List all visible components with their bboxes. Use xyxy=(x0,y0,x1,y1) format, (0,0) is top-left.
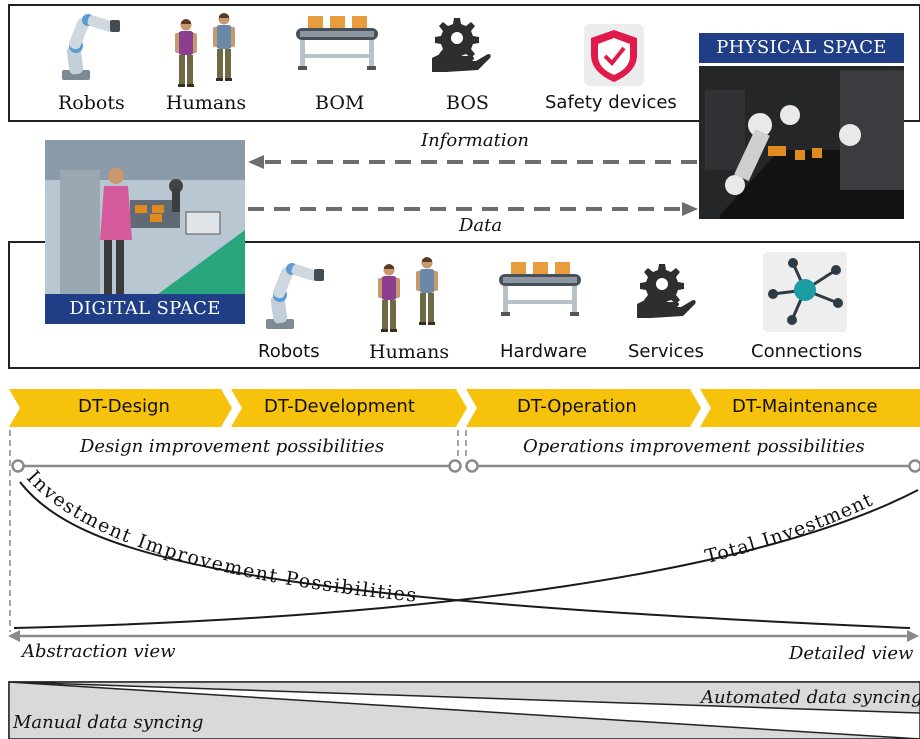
network-icon xyxy=(763,252,847,332)
conveyor-icon xyxy=(499,262,581,316)
digital-label-robots: Robots xyxy=(258,341,320,362)
physical-space-frame xyxy=(8,4,920,122)
physical-label-bom: BOM xyxy=(315,92,365,114)
data-arrow xyxy=(248,202,698,216)
conveyor-icon xyxy=(296,16,378,70)
human-male-icon xyxy=(416,257,438,325)
phase-chevron-maintenance xyxy=(700,389,920,427)
gear-hand-icon xyxy=(637,264,696,318)
digital-space-title: DIGITAL SPACE xyxy=(45,294,245,324)
syncing-wedge xyxy=(8,681,920,739)
robot-arm-icon xyxy=(266,263,324,329)
physical-label-robots: Robots xyxy=(58,92,125,114)
information-label: Information xyxy=(421,130,530,151)
physical-space-title: PHYSICAL SPACE xyxy=(699,33,904,63)
investment-curve xyxy=(13,489,919,629)
detailed-view-label: Detailed view xyxy=(789,643,914,664)
operations-possibilities-label: Operations improvement possibilities xyxy=(523,436,865,457)
manual-syncing-label: Manual data syncing xyxy=(13,712,204,733)
phase-development: DT-Development xyxy=(264,396,415,417)
gear-hand-icon xyxy=(432,18,491,72)
operations-timeline xyxy=(465,459,920,473)
phase-chevron-development xyxy=(231,389,467,427)
phase-chevron-design xyxy=(9,389,232,427)
digital-label-hardware: Hardware xyxy=(500,341,587,362)
design-possibilities-label: Design improvement possibilities xyxy=(80,436,385,457)
improvement-curve-label: Investment Improvement Possibilities xyxy=(22,466,419,606)
human-male-icon xyxy=(213,13,235,81)
physical-label-humans: Humans xyxy=(166,92,247,114)
data-label: Data xyxy=(459,215,503,236)
digital-label-humans: Humans xyxy=(369,341,450,363)
digital-label-connections: Connections xyxy=(751,341,863,362)
human-female-icon xyxy=(175,19,197,87)
information-arrow xyxy=(248,155,697,169)
digital-space-frame xyxy=(8,241,920,369)
shield-check-icon xyxy=(584,24,644,86)
phase-maintenance: DT-Maintenance xyxy=(732,396,878,417)
phase-guides xyxy=(9,430,467,632)
robot-arm-icon xyxy=(62,14,120,80)
phase-operation: DT-Operation xyxy=(517,396,637,417)
view-axis xyxy=(8,630,919,642)
physical-label-safety-devices: Safety devices xyxy=(545,92,677,113)
human-female-icon xyxy=(378,264,400,332)
investment-curve-label: Total Investment xyxy=(703,489,877,568)
phase-design: DT-Design xyxy=(78,396,170,417)
design-timeline xyxy=(11,459,462,473)
digital-space-render xyxy=(45,140,245,300)
physical-label-bos: BOS xyxy=(446,92,489,114)
improvement-curve xyxy=(19,481,911,629)
phase-chevron-operation xyxy=(466,389,701,427)
automated-syncing-label: Automated data syncing xyxy=(701,687,920,708)
physical-space-photo xyxy=(699,66,904,219)
abstraction-view-label: Abstraction view xyxy=(22,641,176,662)
digital-label-services: Services xyxy=(628,341,704,362)
